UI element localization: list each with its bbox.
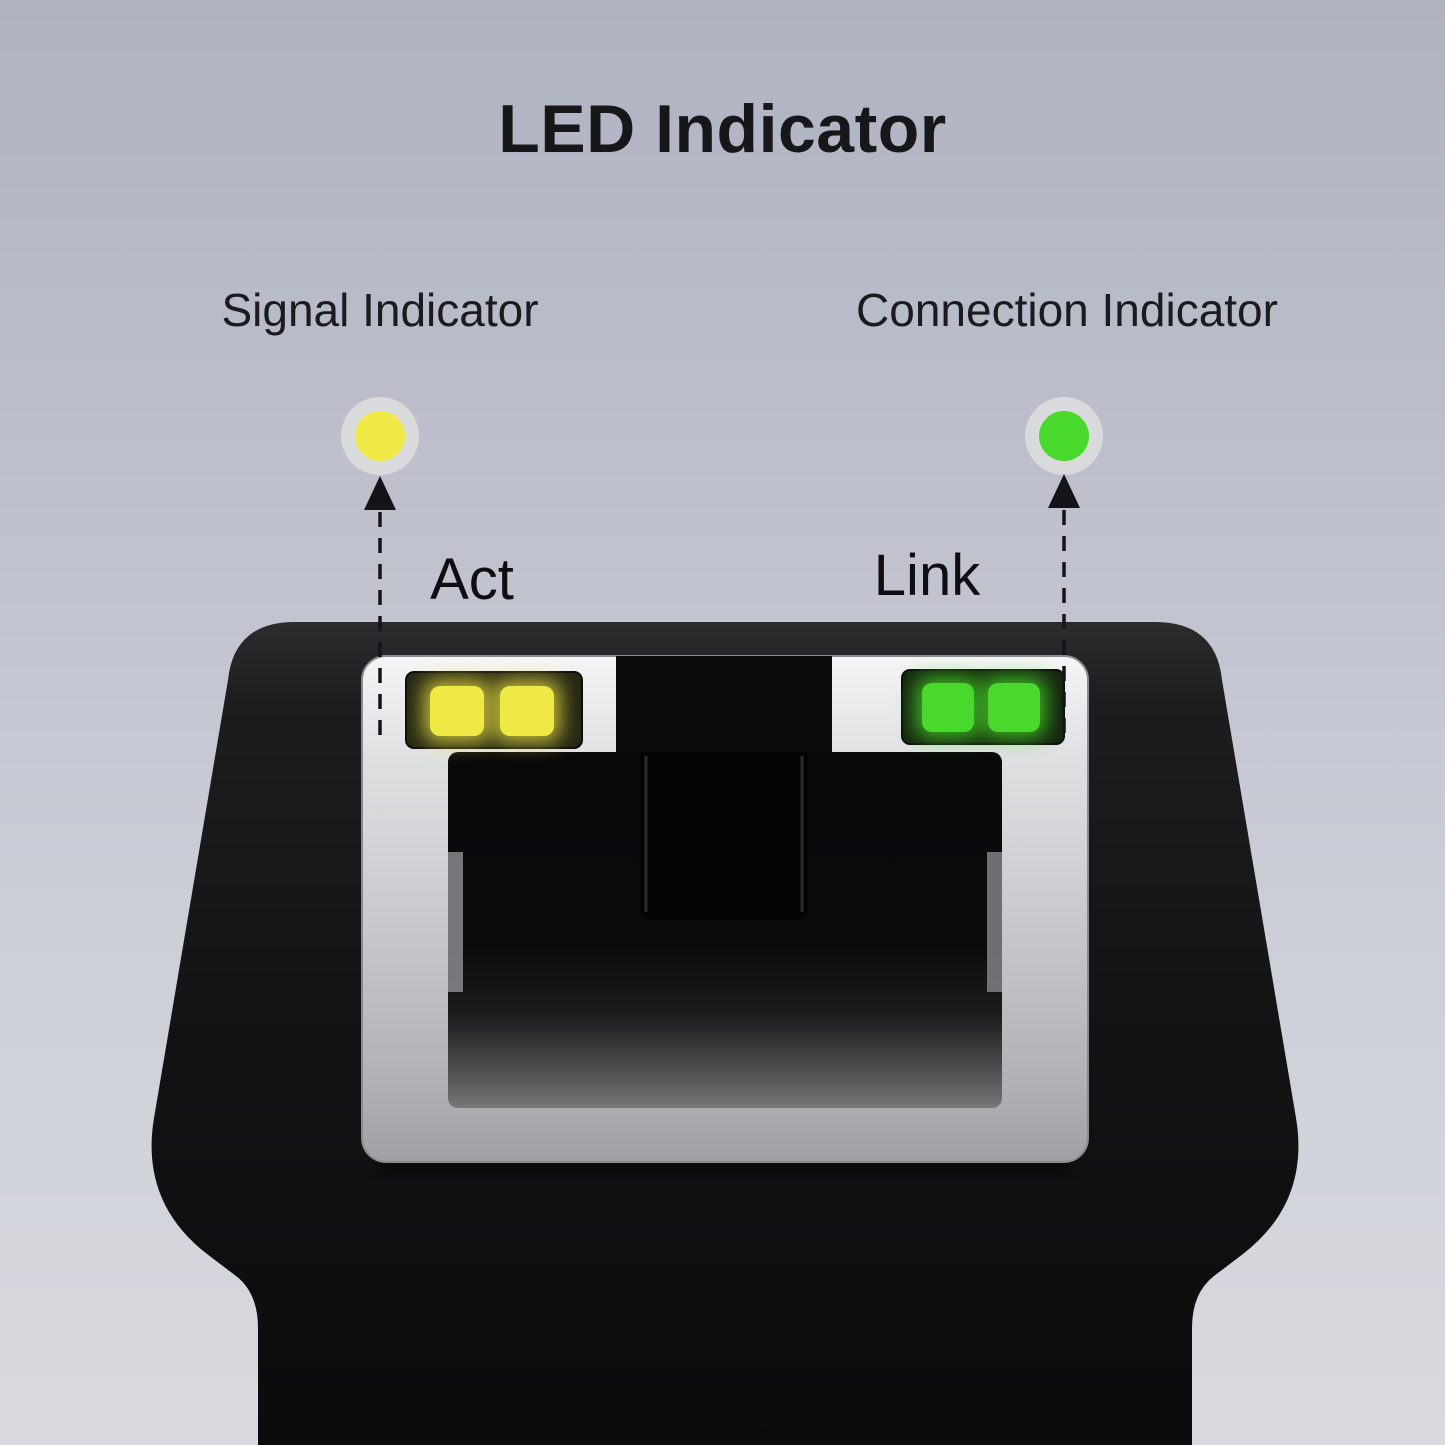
contact-tab-left [448, 852, 463, 992]
led-act-2 [500, 686, 554, 736]
port-cavity [448, 752, 1002, 1108]
contact-tab-right [987, 852, 1002, 992]
connection-indicator-label: Connection Indicator [856, 284, 1278, 336]
link-label: Link [873, 543, 981, 608]
led-link-2 [988, 683, 1040, 732]
led-link-1 [922, 683, 974, 732]
connection-dashed-arrow-icon [1048, 474, 1080, 738]
latch-slot [616, 656, 832, 768]
latch-tab [640, 752, 808, 920]
led-act-1 [430, 686, 484, 736]
page-title: LED Indicator [498, 91, 947, 167]
signal-indicator-label: Signal Indicator [221, 284, 539, 336]
signal-dashed-arrow-icon [364, 476, 396, 742]
connection-led-dot-icon [1039, 411, 1089, 461]
signal-led-dot-icon [355, 411, 405, 461]
act-label: Act [430, 547, 514, 612]
